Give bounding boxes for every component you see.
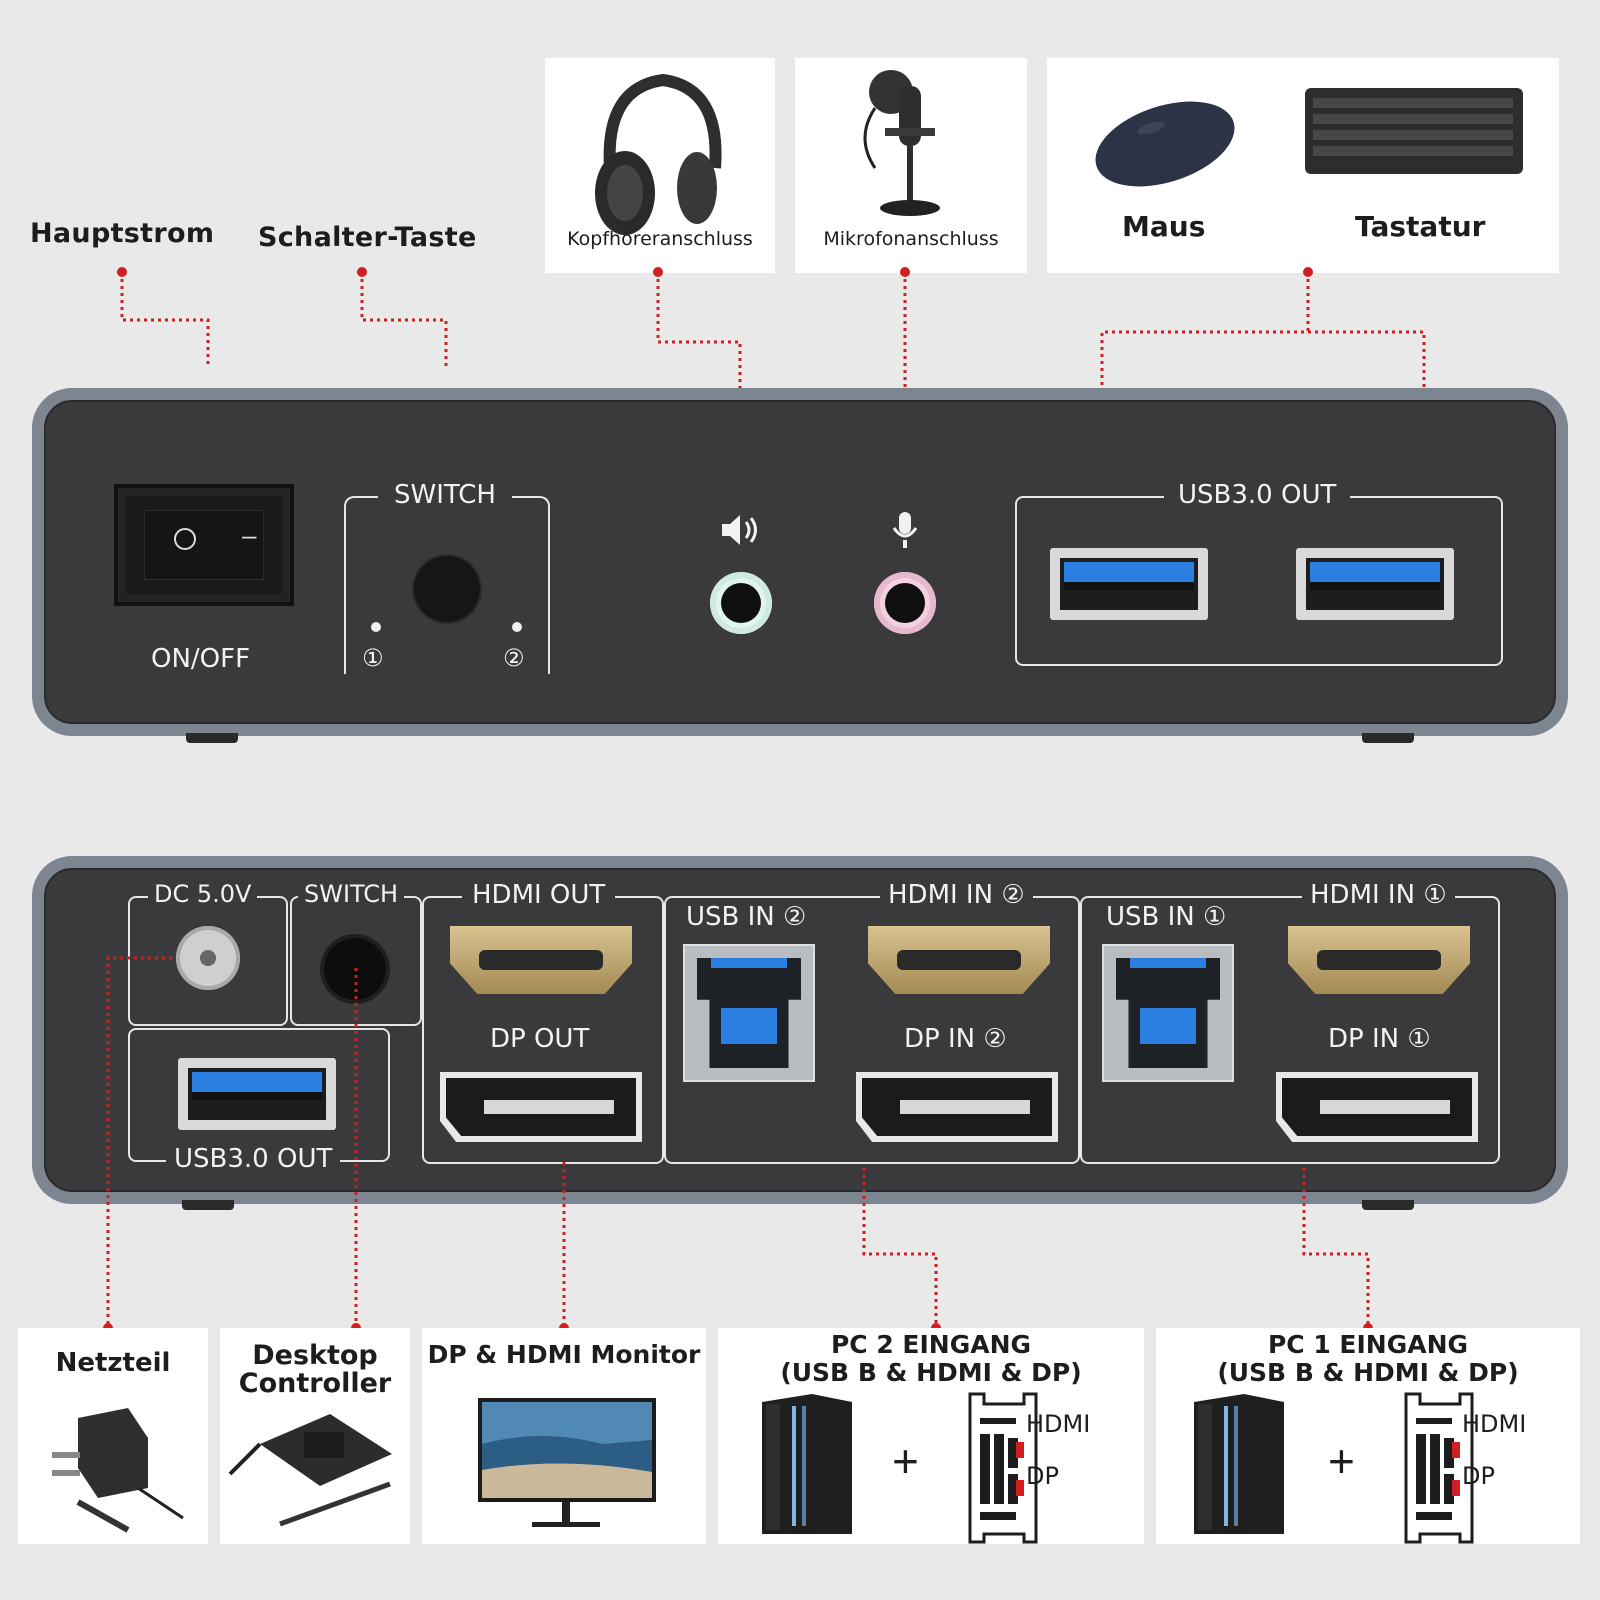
pc1-title: PC 1 EINGANG: [1267, 1330, 1469, 1359]
front-usb-port-1[interactable]: [1050, 548, 1208, 620]
dc-label: DC 5.0V: [148, 880, 258, 908]
switch-label: SWITCH: [378, 480, 512, 510]
bottom-connector-lines: [103, 956, 1373, 1333]
microphone-icon: [863, 70, 940, 216]
on-off-label: ON/OFF: [151, 644, 251, 674]
mouse-keyboard-card: Maus Tastatur: [1047, 58, 1559, 273]
power-supply-label: Netzteil: [55, 1348, 171, 1378]
pc1-subtitle: (USB B & HDMI & DP): [1217, 1358, 1519, 1387]
pc-tower-icon: [1194, 1394, 1284, 1534]
led-2-label: ②: [503, 644, 525, 672]
usb-in-1-label: USB IN ①: [1106, 902, 1227, 932]
monitor-icon: [478, 1398, 656, 1527]
headphone-port-label: Kopfhöreranschluss: [567, 228, 753, 250]
desktop-controller-label-2: Controller: [238, 1368, 392, 1399]
power-on-icon: [174, 528, 196, 550]
hdmi-out-port[interactable]: [450, 926, 632, 994]
rear-switch-label: SWITCH: [298, 880, 405, 908]
pc1-frame: [1080, 896, 1500, 1164]
headphone-card: Kopfhöreranschluss: [545, 58, 775, 273]
hdmi-in-2-label: HDMI IN ②: [880, 880, 1033, 910]
switch-button[interactable]: [414, 556, 480, 622]
led-1-label: ①: [362, 644, 384, 672]
power-supply-card: Netzteil: [18, 1328, 208, 1544]
mouse-icon: [1095, 101, 1235, 187]
led-1-icon: [371, 622, 381, 632]
keyboard-label: Tastatur: [1355, 210, 1486, 243]
speaker-icon: [722, 515, 757, 545]
monitor-label: DP & HDMI Monitor: [427, 1340, 701, 1369]
pc2-frame: [664, 896, 1080, 1164]
rear-usb-label: USB3.0 OUT: [166, 1144, 341, 1174]
plus-sign: +: [892, 1435, 919, 1487]
usb-b-port-2[interactable]: [683, 944, 815, 1082]
pc1-dp-label: DP: [1462, 1462, 1495, 1490]
hdmi-in-2-port[interactable]: [868, 926, 1050, 994]
dp-in-2-port[interactable]: [856, 1072, 1058, 1142]
power-off-icon: –: [242, 520, 257, 550]
pc1-card: PC 1 EINGANG (USB B & HDMI & DP) + HDMI …: [1156, 1328, 1580, 1544]
pc2-card: PC 2 EINGANG (USB B & HDMI & DP) + HDMI …: [718, 1328, 1144, 1544]
power-switch[interactable]: –: [114, 484, 294, 606]
hdmi-in-1-port[interactable]: [1288, 926, 1470, 994]
microphone-card: Mikrofonanschluss: [795, 58, 1027, 273]
pc2-title: PC 2 EINGANG: [830, 1330, 1032, 1359]
monitor-card: DP & HDMI Monitor: [422, 1328, 706, 1544]
io-shield-icon: [968, 1392, 1038, 1544]
microphone-small-icon: [892, 512, 918, 548]
microphone-port-label: Mikrofonanschluss: [823, 228, 999, 250]
dp-out-label: DP OUT: [490, 1024, 590, 1054]
headphone-icon: [595, 73, 722, 235]
dp-in-1-label: DP IN ①: [1328, 1024, 1431, 1054]
label-main-power: Hauptstrom: [30, 218, 215, 249]
microphone-jack[interactable]: [874, 572, 936, 634]
pc2-hdmi-label: HDMI: [1026, 1410, 1091, 1438]
plus-sign: +: [1328, 1435, 1355, 1487]
io-shield-icon: [1404, 1392, 1474, 1544]
desktop-controller-label-1: Desktop: [252, 1340, 378, 1371]
desktop-controller-icon: [228, 1414, 392, 1527]
keyboard-icon: [1305, 88, 1523, 174]
pc-tower-icon: [762, 1394, 852, 1534]
rear-usb-port[interactable]: [178, 1058, 336, 1130]
dp-in-1-port[interactable]: [1276, 1072, 1478, 1142]
desktop-controller-card: Desktop Controller: [220, 1328, 410, 1544]
mouse-label: Maus: [1122, 210, 1206, 243]
pc1-hdmi-label: HDMI: [1462, 1410, 1527, 1438]
usb-b-port-1[interactable]: [1102, 944, 1234, 1082]
label-switch-button: Schalter-Taste: [258, 222, 477, 253]
pc2-subtitle: (USB B & HDMI & DP): [780, 1358, 1082, 1387]
dc-jack[interactable]: [176, 926, 240, 990]
power-adapter-icon: [52, 1408, 184, 1533]
usb-in-2-label: USB IN ②: [686, 902, 807, 932]
led-2-icon: [512, 622, 522, 632]
front-usb-label: USB3.0 OUT: [1164, 480, 1351, 510]
headphone-jack[interactable]: [710, 572, 772, 634]
dp-in-2-label: DP IN ②: [904, 1024, 1007, 1054]
pc2-dp-label: DP: [1026, 1462, 1059, 1490]
front-usb-port-2[interactable]: [1296, 548, 1454, 620]
hdmi-in-1-label: HDMI IN ①: [1302, 880, 1455, 910]
hdmi-out-label: HDMI OUT: [462, 880, 616, 910]
dp-out-port[interactable]: [440, 1072, 642, 1142]
